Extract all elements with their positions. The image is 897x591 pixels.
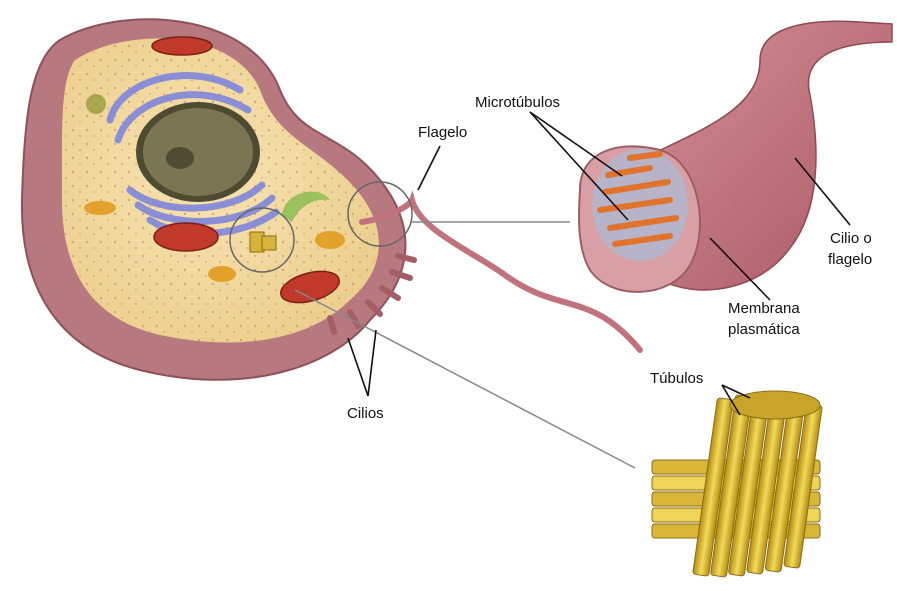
lysosome: [208, 266, 236, 282]
label-tubulos: Túbulos: [650, 370, 703, 387]
label-cilio-line2: flagelo: [828, 251, 872, 268]
mitochondrion: [154, 223, 218, 251]
label-cilio-line1: Cilio o: [830, 230, 872, 247]
label-flagelo: Flagelo: [418, 124, 467, 141]
label-microtubulos: Microtúbulos: [475, 94, 560, 111]
nucleus: [136, 102, 260, 202]
lysosome: [84, 201, 116, 215]
label-membrana-line1: Membrana: [728, 300, 800, 317]
label-cilios: Cilios: [347, 405, 384, 422]
cell: [22, 19, 640, 379]
mitochondrion: [152, 37, 212, 55]
label-membrana-line2: plasmática: [728, 321, 800, 338]
vesicle: [86, 94, 106, 114]
lysosome: [315, 231, 345, 249]
leader-cilios-1: [348, 338, 368, 396]
leader-microtubulos-1: [530, 112, 622, 176]
centriole-detail: [652, 391, 822, 577]
leader-cilios-2: [368, 330, 376, 396]
zoom-line-centriole: [295, 290, 635, 468]
leader-flagelo: [418, 146, 440, 190]
